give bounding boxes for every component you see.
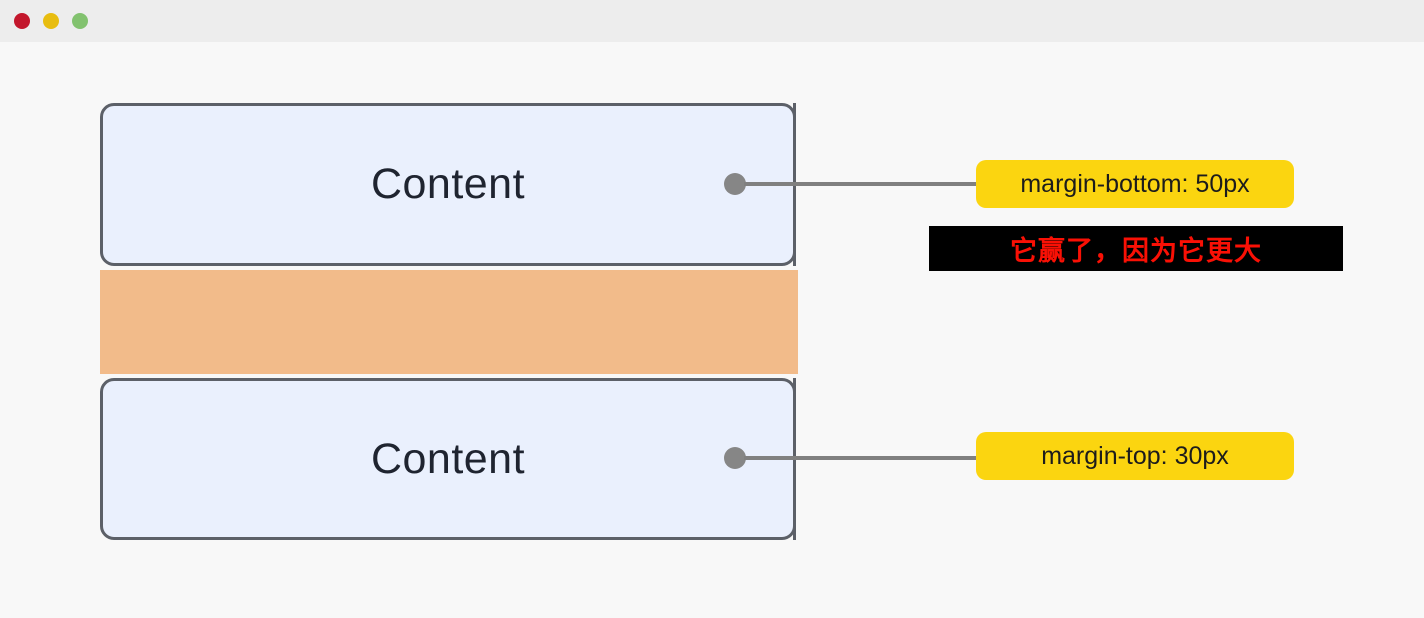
content-box-top: Content (100, 103, 796, 266)
callout-badge-margin-top: margin-top: 30px (976, 432, 1294, 480)
callout-connector-line-bottom (744, 456, 982, 460)
content-box-bottom: Content (100, 378, 796, 540)
callout-anchor-dot-top (724, 173, 746, 195)
callout-anchor-dot-bottom (724, 447, 746, 469)
margin-collapse-block (100, 270, 798, 374)
content-box-top-label: Content (370, 160, 526, 208)
annotation-banner-text: 它赢了，因为它更大 (1010, 236, 1262, 266)
content-box-bottom-label: Content (370, 434, 526, 483)
annotation-banner: 它赢了，因为它更大 (929, 226, 1343, 271)
window-titlebar (0, 0, 1424, 42)
minimize-button-icon[interactable] (43, 13, 59, 29)
callout-badge-margin-bottom: margin-bottom: 50px (976, 160, 1294, 208)
close-button-icon[interactable] (14, 13, 30, 29)
traffic-lights (14, 13, 88, 29)
callout-connector-line-top (744, 182, 982, 186)
maximize-button-icon[interactable] (72, 13, 88, 29)
diagram-canvas: Content Content margin-bottom: 50px 它赢了，… (0, 42, 1424, 618)
